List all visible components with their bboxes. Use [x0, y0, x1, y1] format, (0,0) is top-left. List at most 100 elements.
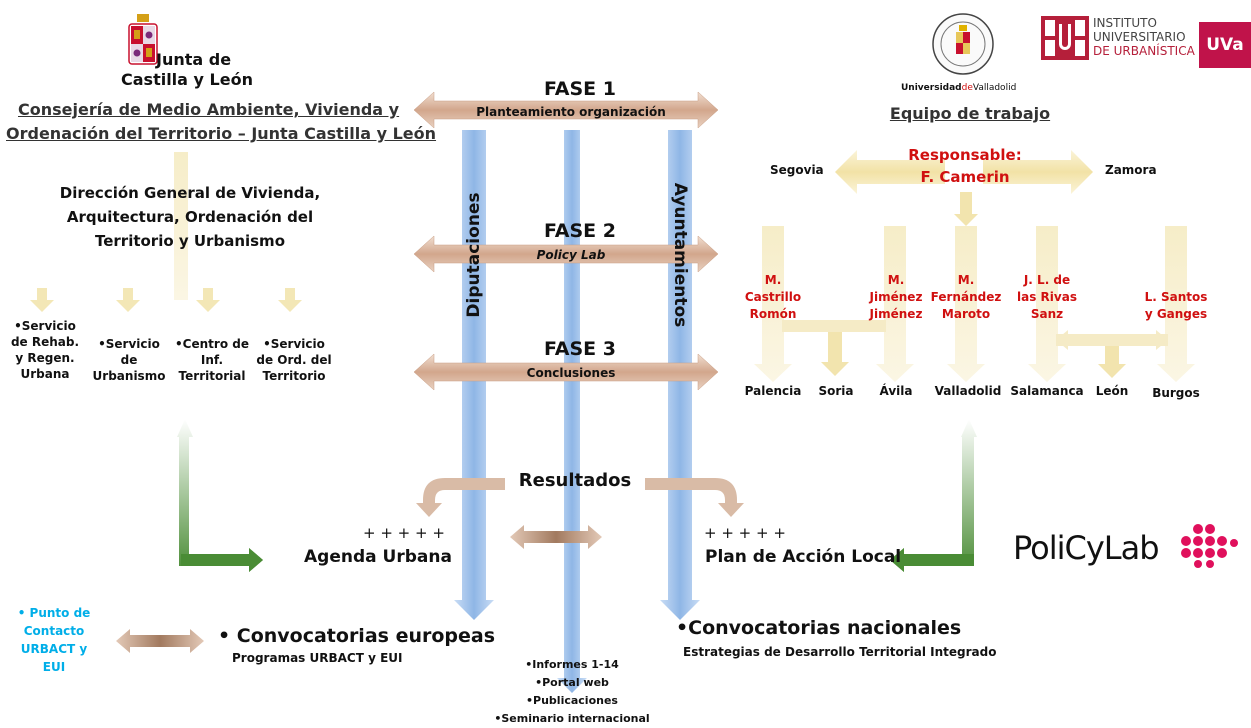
punto-line4: EUI	[42, 660, 66, 674]
city-leon: León	[1095, 384, 1129, 398]
city-soria: Soria	[818, 384, 854, 398]
consejeria-line2: Ordenación del Territorio – Junta Castil…	[6, 124, 437, 143]
instituto-line3: DE URBANÍSTICA	[1093, 44, 1195, 58]
member-fernandez-l2: Fernández	[930, 290, 1002, 304]
fase1-band-label: Planteamiento organización	[476, 105, 666, 119]
uva-seal-icon	[932, 13, 994, 75]
member-santos-l2: y Ganges	[1144, 307, 1208, 321]
service-ordenacion-l3: Territorio	[262, 369, 326, 383]
uva-caption: UniversidaddeValladolid	[901, 83, 1016, 93]
responsable-line1: Responsable:	[908, 146, 1022, 164]
member-castrillo-l1: M.	[764, 273, 782, 287]
instituto-line2: UNIVERSITARIO	[1093, 30, 1186, 44]
instituto-logo: INSTITUTO UNIVERSITARIO DE URBANÍSTICA	[1041, 16, 1195, 66]
fase3-title: FASE 3	[543, 338, 616, 360]
service-ordenacion-l1: •Servicio	[263, 337, 325, 351]
city-salamanca: Salamanca	[1010, 384, 1084, 398]
junta-line1: Junta de	[156, 50, 232, 69]
service-centro-l3: Territorial	[178, 369, 246, 383]
service-rehab-l4: Urbana	[20, 367, 70, 381]
fase2-band-label: Policy Lab	[536, 248, 606, 262]
member-castrillo: M. Castrillo Romón	[733, 272, 813, 323]
city-avila: Ávila	[879, 384, 913, 398]
instituto-line1: INSTITUTO	[1093, 16, 1157, 30]
member-rivas-l3: Sanz	[1030, 307, 1064, 321]
service-rehab: •Servicio de Rehab. y Regen. Urbana	[10, 318, 80, 382]
member-fernandez-l3: Maroto	[941, 307, 991, 321]
zamora-label: Zamora	[1105, 163, 1157, 177]
segovia-label: Segovia	[770, 163, 824, 177]
member-rivas: J. L. de las Rivas Sanz	[1007, 272, 1087, 323]
uva-caption-a: Universidad	[901, 83, 962, 93]
convocatorias-europeas-sub: Programas URBACT y EUI	[232, 651, 403, 665]
punto-line3: URBACT y	[20, 642, 88, 656]
instituto-mark-icon	[1041, 16, 1089, 60]
direccion-line1: Dirección General de Vivienda,	[59, 184, 321, 202]
convocatorias-nacionales: •Convocatorias nacionales	[676, 617, 962, 639]
uva-badge: UVa	[1199, 22, 1251, 68]
member-santos: L. Santos y Ganges	[1136, 289, 1216, 323]
service-rehab-l2: de Rehab.	[10, 335, 80, 349]
uva-caption-b: de	[961, 83, 973, 93]
service-centro-l1: •Centro de	[175, 337, 249, 351]
member-rivas-l2: las Rivas	[1017, 290, 1077, 304]
member-fernandez-l1: M.	[957, 273, 975, 287]
fase2-title: FASE 2	[543, 220, 616, 242]
service-urbanismo-l2: de	[120, 353, 138, 367]
plus-right: + + + + +	[704, 524, 786, 542]
policylab-dots-icon	[1181, 524, 1238, 568]
fase1-title: FASE 1	[543, 78, 616, 100]
service-rehab-l1: •Servicio	[14, 319, 76, 333]
plan-accion-local: Plan de Acción Local	[705, 547, 902, 567]
output-seminario: •Seminario internacional	[494, 712, 650, 725]
member-santos-l1: L. Santos	[1144, 290, 1208, 304]
city-burgos: Burgos	[1152, 386, 1200, 400]
punto-line1: • Punto de	[17, 606, 91, 620]
outputs-list: •Informes 1-14 •Portal web •Publicacione…	[487, 656, 657, 728]
uva-caption-c: Valladolid	[972, 83, 1017, 93]
direccion-line2: Arquitectura, Ordenación del	[66, 208, 314, 226]
punto-contacto: • Punto de Contacto URBACT y EUI	[6, 604, 102, 676]
member-castrillo-l3: Romón	[749, 307, 797, 321]
output-portal: •Portal web	[535, 676, 609, 689]
service-ordenacion: •Servicio de Ord. del Territorio	[254, 336, 334, 384]
city-valladolid: Valladolid	[934, 384, 1002, 398]
punto-line2: Contacto	[23, 624, 85, 638]
member-rivas-l1: J. L. de	[1023, 273, 1071, 287]
service-centro: •Centro de Inf. Territorial	[174, 336, 250, 384]
direccion-line3: Territorio y Urbanismo	[94, 232, 285, 250]
member-jimenez-l3: Jiménez	[869, 307, 923, 321]
service-ordenacion-l2: de Ord. del	[256, 353, 332, 367]
policylab-word-b: Lab	[1103, 529, 1160, 567]
agenda-urbana: Agenda Urbana	[304, 547, 452, 567]
service-urbanismo-l3: Urbanismo	[92, 369, 166, 383]
member-jimenez-l1: M.	[887, 273, 905, 287]
output-publicaciones: •Publicaciones	[526, 694, 618, 707]
service-centro-l2: Inf.	[200, 353, 224, 367]
member-jimenez: M. Jiménez Jiménez	[856, 272, 936, 323]
junta-logo: Junta de Castilla y León	[121, 14, 278, 90]
equipo-trabajo: Equipo de trabajo	[889, 104, 1051, 123]
service-rehab-l3: y Regen.	[15, 351, 75, 365]
output-informes: •Informes 1-14	[525, 658, 619, 671]
city-palencia: Palencia	[744, 384, 802, 398]
consejeria-line1: Consejería de Medio Ambiente, Vivienda y	[18, 100, 400, 119]
resultados-label: Resultados	[518, 470, 632, 491]
service-urbanismo-l1: •Servicio	[98, 337, 160, 351]
member-castrillo-l2: Castrillo	[744, 290, 802, 304]
convocatorias-europeas: • Convocatorias europeas	[218, 625, 496, 647]
ayuntamientos-label: Ayuntamientos	[670, 182, 690, 328]
coat-of-arms-icon	[128, 14, 158, 65]
policylab-word-a: PoliCy	[1013, 529, 1105, 567]
policylab-logo: PoliCyLab	[1013, 523, 1243, 583]
member-fernandez: M. Fernández Maroto	[926, 272, 1006, 323]
plus-left: + + + + +	[363, 524, 445, 542]
service-urbanismo: •Servicio de Urbanismo	[92, 336, 166, 384]
fase3-band-label: Conclusiones	[526, 366, 616, 380]
member-jimenez-l2: Jiménez	[869, 290, 923, 304]
junta-line2: Castilla y León	[121, 70, 253, 89]
policylab-wordmark: PoliCyLab	[1013, 529, 1160, 567]
convocatorias-nacionales-sub: Estrategias de Desarrollo Territorial In…	[683, 645, 997, 659]
diputaciones-label: Diputaciones	[464, 192, 484, 318]
